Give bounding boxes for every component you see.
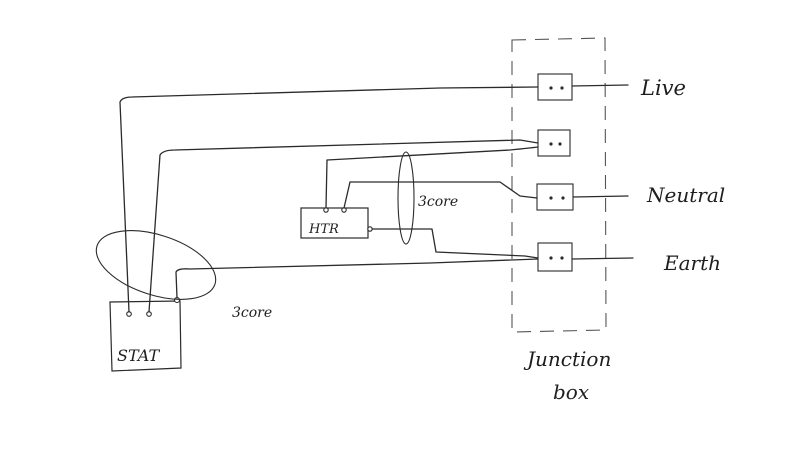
cable-bundle-stat — [95, 230, 217, 300]
junction-box-outline — [511, 37, 607, 333]
wire-heater-earth — [371, 228, 539, 259]
thermostat-box — [109, 300, 182, 372]
terminal-switched — [537, 129, 571, 157]
label-neutral: Neutral — [646, 183, 725, 207]
wire-stat-live — [119, 86, 539, 313]
label-live: Live — [640, 76, 686, 100]
wire-stat-switched — [148, 139, 539, 313]
supply-neutral-wire — [572, 195, 629, 198]
supply-earth-wire — [571, 257, 634, 260]
terminal-earth — [537, 242, 573, 272]
wire-stat-earth — [175, 258, 539, 299]
label-cable-stat: 3core — [232, 305, 272, 321]
heater-box — [300, 207, 369, 239]
label-thermostat: STAT — [117, 346, 160, 365]
terminal-neutral — [536, 183, 574, 211]
wire-heater-switched — [325, 146, 539, 209]
cable-bundle-heater — [397, 151, 415, 245]
label-cable-heater: 3core — [418, 194, 458, 210]
terminal-live — [537, 73, 573, 101]
label-junction: Junction — [523, 347, 611, 371]
wire-heater-neutral — [343, 181, 538, 209]
label-earth: Earth — [663, 251, 721, 275]
label-heater: HTR — [308, 222, 339, 237]
label-box: box — [553, 380, 589, 404]
supply-live-wire — [571, 84, 629, 87]
